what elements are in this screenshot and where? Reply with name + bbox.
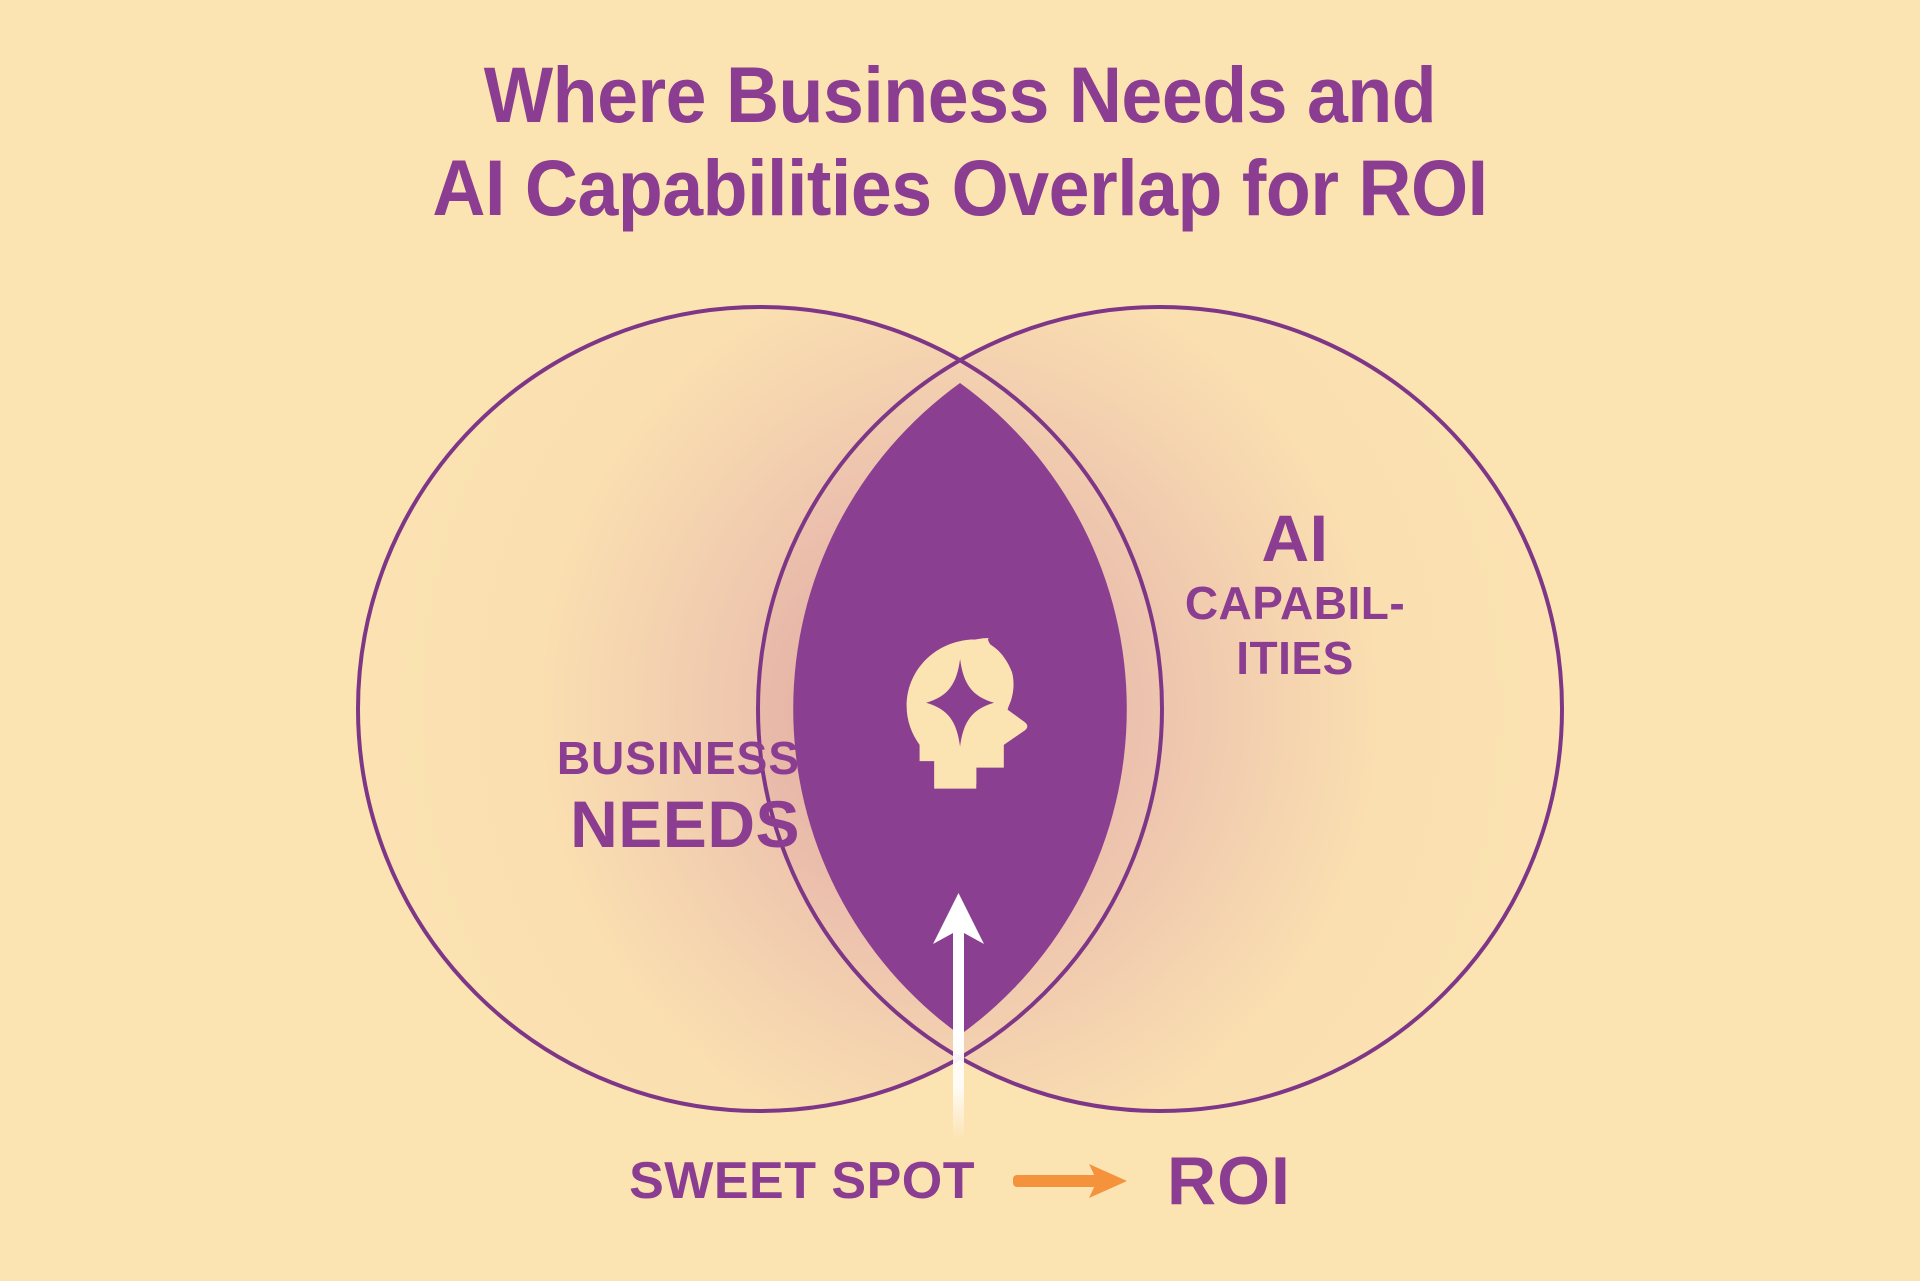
sweet-spot-arrow-up xyxy=(933,893,984,1140)
right-circle-outline xyxy=(756,305,1564,1113)
roi-label: ROI xyxy=(1167,1143,1291,1219)
arrow-right-icon xyxy=(1013,1164,1127,1198)
page-title: Where Business Needs and AI Capabilities… xyxy=(0,48,1920,234)
sweet-spot-callout: SWEET SPOT ROI xyxy=(0,1142,1920,1220)
title-line-2: AI Capabilities Overlap for ROI xyxy=(432,143,1488,233)
head-with-sparkle-icon xyxy=(906,638,1028,789)
left-circle-outline xyxy=(356,305,1164,1113)
title-line-1: Where Business Needs and xyxy=(483,50,1437,139)
sweet-spot-label: SWEET SPOT xyxy=(629,1152,975,1210)
